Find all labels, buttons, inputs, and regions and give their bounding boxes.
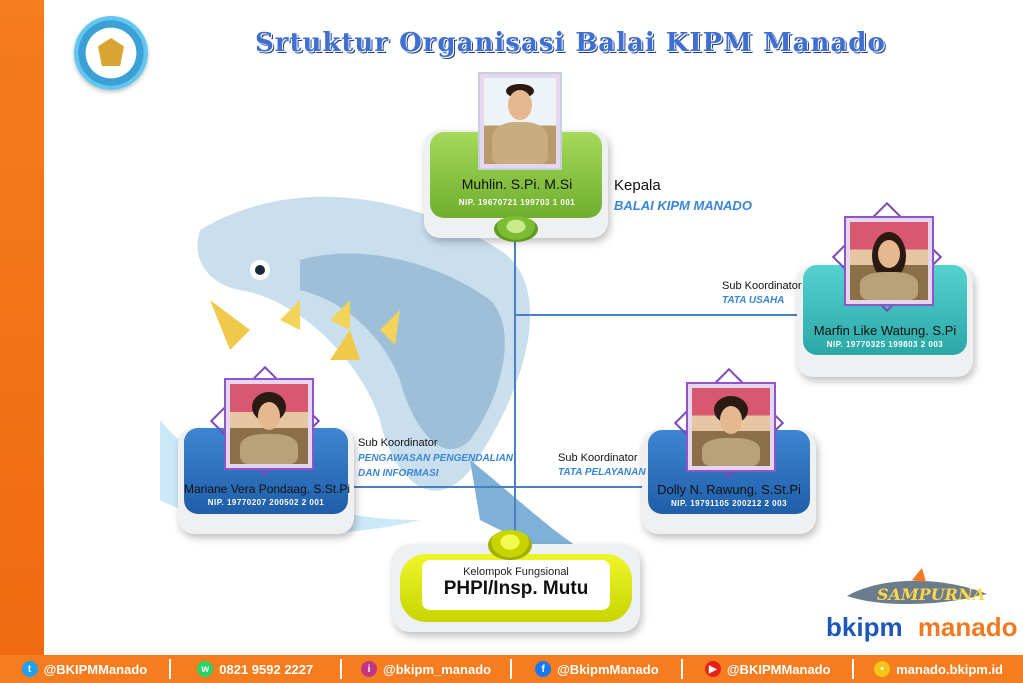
footer-item-text: @BKIPMManado — [43, 661, 148, 677]
footer-item-text: @bkipm_manado — [383, 661, 492, 677]
brand-part1: bkipm — [826, 612, 903, 642]
footer-item-text: manado.bkipm.id — [896, 661, 1003, 677]
footer-item-youtube[interactable]: ▶ @BKIPMManado — [683, 659, 855, 679]
head-photo-body — [492, 122, 548, 164]
sampurna-logo: SAMPURNA — [847, 568, 987, 605]
pelayanan-role-label: Sub Koordinator — [558, 452, 638, 464]
footer-item-text: @BKIPMManado — [726, 661, 831, 677]
head-role-unit: BALAI KIPM MANADO — [614, 198, 752, 213]
twitter-icon: t — [21, 661, 38, 677]
pengawasan-role-unit-2: DAN INFORMASI — [358, 468, 439, 479]
head-role-label: Kepala — [614, 177, 661, 194]
pelayanan-photo — [688, 384, 774, 470]
tata-usaha-nip: NIP. 19770325 199803 2 003 — [826, 340, 944, 349]
footer-item-instagram[interactable]: i @bkipm_manado — [342, 659, 513, 679]
tata-usaha-photo-body — [860, 272, 918, 300]
pelayanan-name: Dolly N. Rawung. S.St.Pi — [657, 482, 801, 497]
head-photo-face — [508, 90, 532, 120]
tata-usaha-name-box: Marfin Like Watung. S.Pi NIP. 19770325 1… — [803, 323, 967, 353]
footer-social-bar: t @BKIPMManado w 0821 9592 2227 i @bkipm_mana… — [0, 655, 1023, 683]
tata-usaha-role-unit: TATA USAHA — [722, 295, 785, 306]
pelayanan-role-unit: TATA PELAYANAN — [558, 467, 646, 478]
facebook-icon: f — [535, 661, 552, 677]
pengawasan-name-box: Mariane Vera Pondaag. S.St.Pi NIP. 19770… — [184, 482, 351, 512]
footer-item-web[interactable]: • manado.bkipm.id — [854, 659, 1023, 679]
fungsional-label-box: Kelompok Fungsional PHPI/Insp. Mutu — [422, 560, 610, 610]
footer-item-whatsapp[interactable]: w 0821 9592 2227 — [171, 659, 342, 679]
pelayanan-nip: NIP. 19791105 200212 2 003 — [670, 499, 788, 508]
pengawasan-photo-body — [240, 434, 298, 464]
pelayanan-photo-body — [702, 438, 760, 466]
pengawasan-role-label: Sub Koordinator — [358, 437, 438, 449]
footer-item-text: 0821 9592 2227 — [219, 661, 314, 677]
head-spiral-icon — [494, 216, 538, 242]
head-name: Muhlin. S.Pi. M.Si — [461, 176, 573, 192]
pengawasan-photo-face — [258, 402, 280, 430]
head-name-box: Muhlin. S.Pi. M.Si NIP. 19670721 199703 … — [436, 176, 598, 216]
tata-usaha-name: Marfin Like Watung. S.Pi — [813, 323, 957, 338]
brand-wordmark: bkipm manado — [826, 612, 1018, 643]
fungsional-spiral-icon — [488, 530, 532, 560]
instagram-icon: i — [361, 661, 378, 677]
tata-usaha-role-label: Sub Koordinator — [722, 280, 802, 292]
head-photo — [480, 74, 560, 168]
fungsional-card: Kelompok Fungsional PHPI/Insp. Mutu — [392, 544, 640, 632]
fungsional-label: Kelompok Fungsional — [463, 566, 569, 578]
head-nip: NIP. 19670721 199703 1 001 — [458, 198, 576, 207]
left-accent-bar — [0, 0, 44, 655]
tata-usaha-photo — [846, 218, 932, 304]
page-title: Srtuktur Organisasi Balai KIPM Manado — [255, 28, 886, 58]
brand-part2: manado — [917, 612, 1018, 642]
pengawasan-role-unit-1: PENGAWASAN PENGENDALIAN — [358, 453, 514, 464]
pengawasan-name: Mariane Vera Pondaag. S.St.Pi — [184, 482, 351, 496]
pengawasan-nip: NIP. 19770207 200502 2 001 — [207, 498, 325, 507]
footer-item-text: @BkipmManado — [557, 661, 659, 677]
pelayanan-photo-face — [720, 406, 742, 434]
ministry-logo — [74, 16, 148, 90]
youtube-icon: ▶ — [704, 661, 721, 677]
footer-item-facebook[interactable]: f @BkipmManado — [512, 659, 684, 679]
garuda-emblem-icon — [98, 38, 124, 66]
pelayanan-name-box: Dolly N. Rawung. S.St.Pi NIP. 19791105 2… — [648, 482, 810, 512]
pengawasan-photo — [226, 380, 312, 468]
sampurna-text: SAMPURNA — [877, 585, 985, 604]
fungsional-title: PHPI/Insp. Mutu — [443, 578, 589, 599]
tata-usaha-photo-face — [878, 240, 900, 268]
footer-item-twitter[interactable]: t @BKIPMManado — [0, 659, 171, 679]
web-icon: • — [874, 661, 891, 677]
whatsapp-icon: w — [197, 661, 214, 677]
